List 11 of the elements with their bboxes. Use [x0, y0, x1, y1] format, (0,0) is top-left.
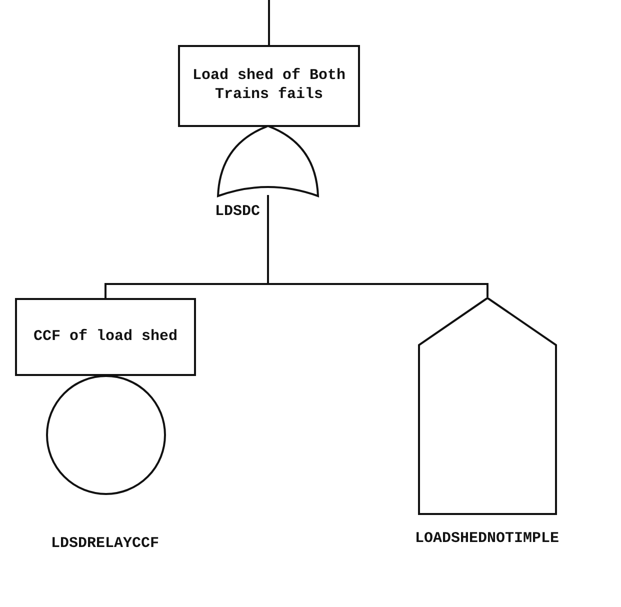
house-event [418, 297, 557, 515]
basic-event-circle [46, 375, 166, 495]
event-description: Load shed of Both Trains fails [191, 67, 347, 105]
event-id: LOADSHEDNOTIMPLE [414, 530, 560, 547]
event-box [15, 298, 196, 376]
event-id: LDSDRELAYCCF [50, 535, 160, 552]
or-gate [218, 126, 318, 196]
event-description: CCF of load shed [33, 328, 178, 346]
connector-line [267, 195, 488, 297]
connector-line [268, 0, 270, 45]
event-id: LDSDC [214, 203, 260, 220]
